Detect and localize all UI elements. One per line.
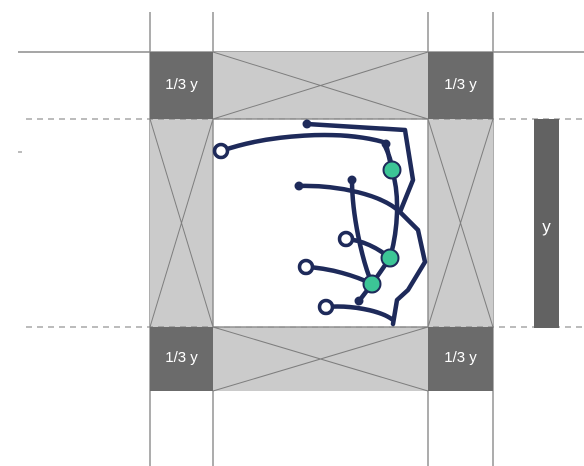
corner-label-bottom-right: 1/3 y (444, 349, 477, 366)
node-1 (382, 160, 402, 180)
circuit-trace-outer (304, 121, 428, 327)
terminal-4 (317, 298, 335, 316)
circuit-trace-middle (296, 183, 403, 215)
via-dot-1 (302, 119, 312, 129)
corner-block-bottom-right: 1/3 y (428, 327, 493, 391)
corner-label-top-left: 1/3 y (165, 76, 198, 93)
margin-band-left (149, 118, 214, 328)
circuit-nodes (362, 160, 402, 294)
node-3 (362, 274, 382, 294)
terminal-3 (297, 258, 315, 276)
margin-band-right (427, 118, 494, 328)
via-dot-4 (347, 175, 357, 185)
corner-block-top-right: 1/3 y (428, 52, 493, 119)
dimension-label: y (542, 217, 551, 236)
via-dot-2 (381, 139, 391, 149)
circuit-dots (294, 119, 391, 306)
terminal-1 (212, 142, 230, 160)
node-2 (380, 248, 400, 268)
dimension-bar: y (534, 119, 559, 328)
corner-label-top-right: 1/3 y (444, 76, 477, 93)
via-dot-3 (294, 181, 304, 191)
margin-band-bottom (212, 326, 429, 392)
corner-label-bottom-left: 1/3 y (165, 349, 198, 366)
circuit-terminals (212, 142, 355, 316)
corner-block-top-left: 1/3 y (150, 52, 213, 119)
corner-block-bottom-left: 1/3 y (150, 327, 213, 391)
terminal-2 (337, 230, 355, 248)
via-dot-5 (354, 296, 364, 306)
margin-band-top (212, 51, 429, 120)
board-area (212, 118, 429, 328)
